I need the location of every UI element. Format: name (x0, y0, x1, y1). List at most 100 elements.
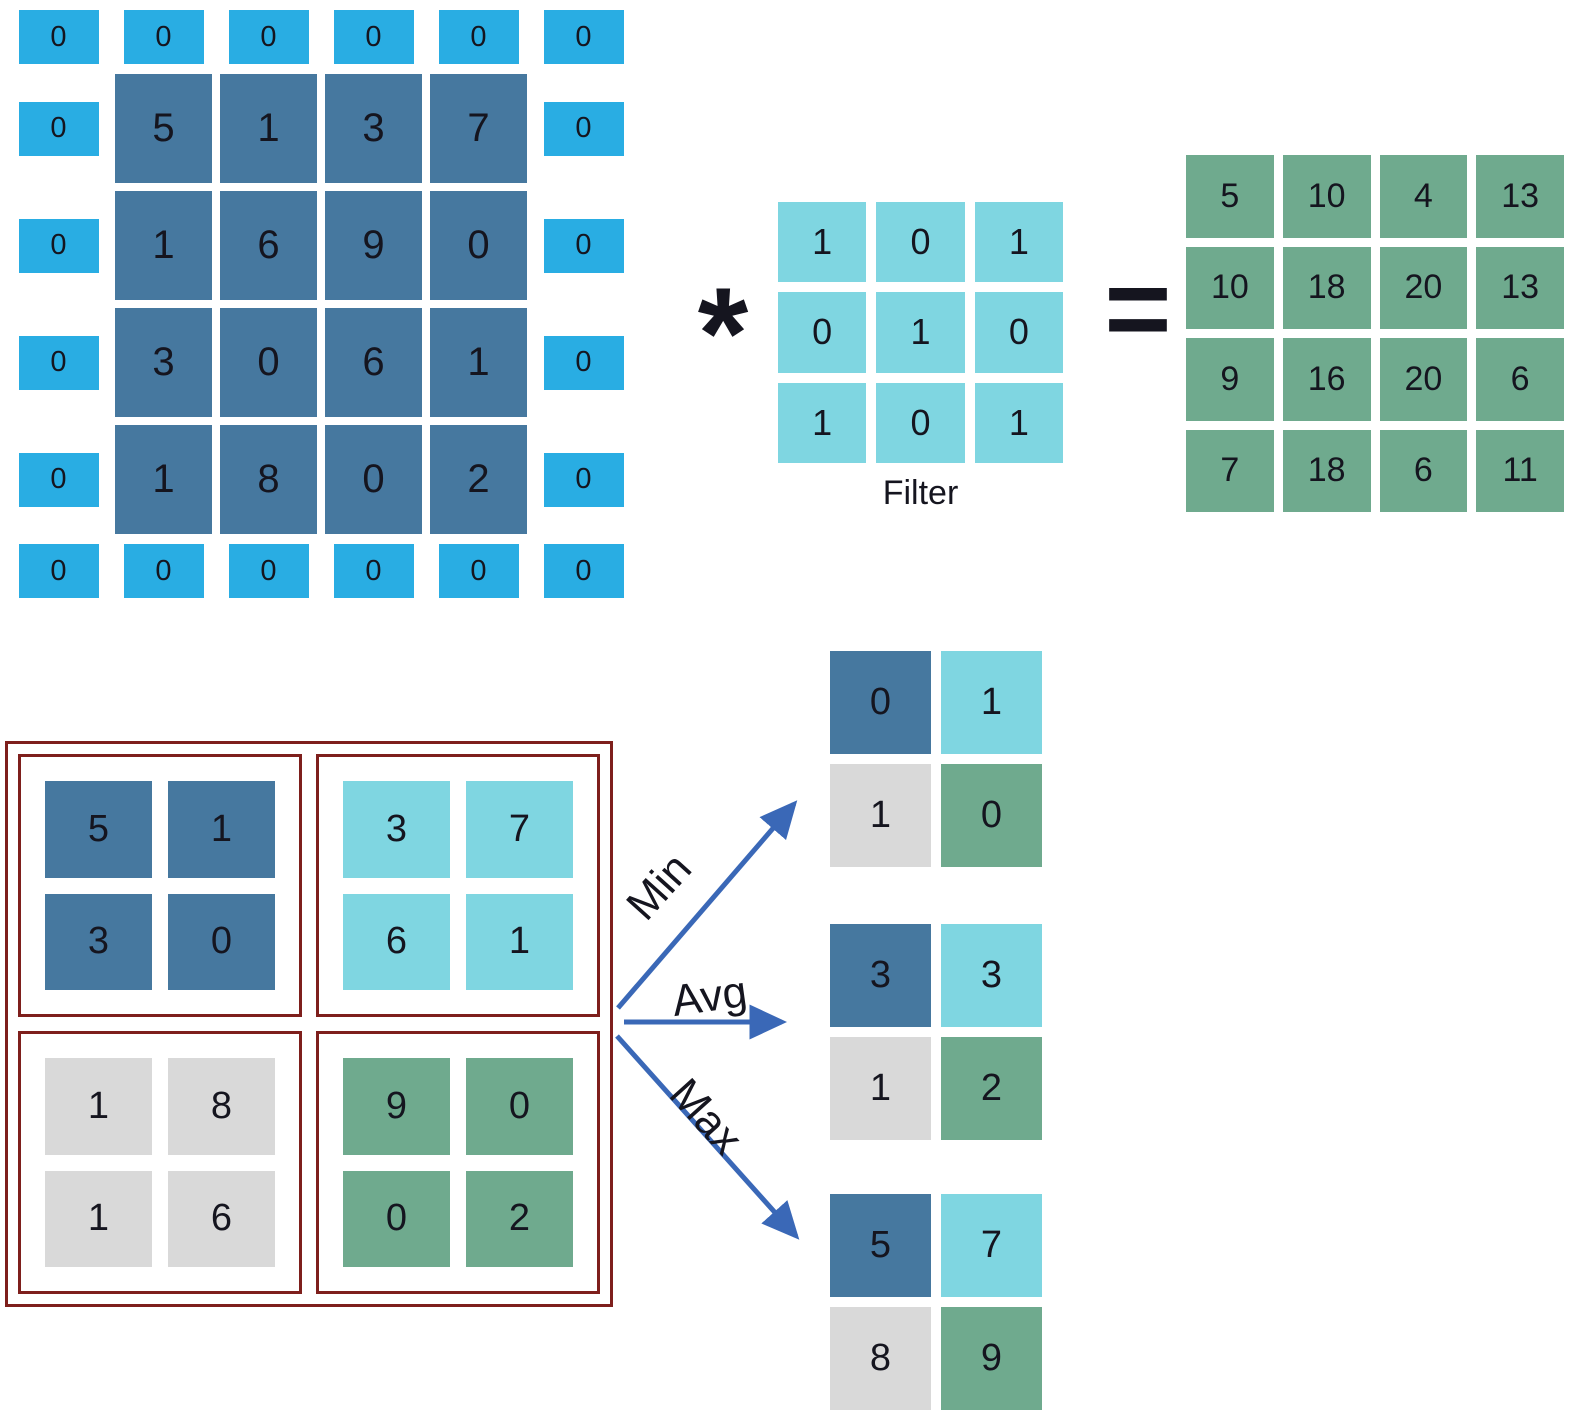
pool-cell: 1 (45, 1170, 152, 1267)
padding-cell: 0 (228, 10, 309, 64)
padding-cell: 0 (543, 452, 624, 507)
output-cell: 10 (1186, 246, 1274, 329)
padding-cell: 0 (333, 544, 414, 598)
equals-sign: = (1104, 245, 1172, 373)
filter-cell: 1 (974, 382, 1063, 463)
output-cell: 13 (1476, 155, 1564, 238)
filter-cell: 1 (876, 292, 965, 373)
input-cell: 0 (430, 191, 527, 300)
padding-cell: 0 (543, 101, 624, 156)
output-cell: 6 (1476, 338, 1564, 421)
input-cell: 1 (115, 191, 212, 300)
filter-cell: 0 (974, 292, 1063, 373)
pool-cell: 8 (168, 1058, 275, 1155)
pool-cell: 0 (466, 1058, 573, 1155)
input-cell: 5 (115, 74, 212, 183)
pool-cell: 2 (466, 1170, 573, 1267)
output-cell: 7 (1186, 429, 1274, 512)
max-pool-cell: 8 (830, 1307, 931, 1410)
padding-cell: 0 (543, 10, 624, 64)
convolution-operator: * (697, 260, 749, 406)
pool-cell: 6 (168, 1170, 275, 1267)
padding-cell: 0 (438, 10, 519, 64)
pool-cell: 1 (168, 781, 275, 878)
input-cell: 6 (220, 191, 317, 300)
filter-cell: 0 (778, 292, 867, 373)
max-pool-cell: 5 (830, 1194, 931, 1297)
padding-cell: 0 (18, 452, 99, 507)
padding-cell: 0 (333, 10, 414, 64)
output-cell: 9 (1186, 338, 1274, 421)
padding-cell: 0 (438, 544, 519, 598)
padding-cell: 0 (543, 544, 624, 598)
avg-pool-cell: 3 (941, 924, 1042, 1027)
output-cell: 4 (1379, 155, 1468, 238)
input-cell: 9 (325, 191, 422, 300)
pool-cell: 1 (45, 1058, 152, 1155)
output-cell: 11 (1476, 429, 1564, 512)
max-pool-cell: 7 (941, 1194, 1042, 1297)
input-cell: 3 (325, 74, 422, 183)
padding-cell: 0 (543, 335, 624, 390)
avg-pool-cell: 3 (830, 924, 931, 1027)
input-cell: 0 (220, 308, 317, 417)
pool-cell: 1 (466, 893, 573, 990)
output-cell: 20 (1379, 246, 1468, 329)
pool-cell: 7 (466, 781, 573, 878)
output-cell: 18 (1282, 429, 1371, 512)
avg-pool-cell: 1 (830, 1037, 931, 1140)
pool-cell: 3 (45, 893, 152, 990)
pool-cell: 0 (168, 893, 275, 990)
min-pool-cell: 1 (830, 764, 931, 867)
filter-cell: 0 (876, 202, 965, 283)
padding-cell: 0 (228, 544, 309, 598)
input-cell: 7 (430, 74, 527, 183)
input-cell: 6 (325, 308, 422, 417)
input-cell: 1 (115, 425, 212, 534)
max-label: Max (659, 1069, 752, 1164)
output-cell: 6 (1379, 429, 1468, 512)
padding-cell: 0 (18, 544, 99, 598)
min-label: Min (617, 843, 702, 930)
filter-cell: 1 (778, 202, 867, 283)
output-cell: 18 (1282, 246, 1371, 329)
input-cell: 2 (430, 425, 527, 534)
pool-cell: 6 (343, 893, 450, 990)
input-cell: 3 (115, 308, 212, 417)
min-pool-cell: 0 (830, 651, 931, 754)
input-cell: 1 (220, 74, 317, 183)
input-cell: 0 (325, 425, 422, 534)
min-pool-cell: 1 (941, 651, 1042, 754)
filter-label: Filter (882, 474, 959, 512)
padding-cell: 0 (543, 218, 624, 273)
padding-cell: 0 (18, 218, 99, 273)
pool-cell: 3 (343, 781, 450, 878)
padding-cell: 0 (18, 101, 99, 156)
pool-cell: 9 (343, 1058, 450, 1155)
pool-cell: 5 (45, 781, 152, 878)
min-pool-cell: 0 (941, 764, 1042, 867)
pool-cell: 0 (343, 1170, 450, 1267)
avg-label: Avg (668, 967, 751, 1026)
padding-cell: 0 (123, 544, 204, 598)
avg-pool-cell: 2 (941, 1037, 1042, 1140)
padding-cell: 0 (18, 10, 99, 64)
input-cell: 8 (220, 425, 317, 534)
output-cell: 10 (1282, 155, 1371, 238)
filter-cell: 0 (876, 382, 965, 463)
output-cell: 13 (1476, 246, 1564, 329)
filter-cell: 1 (974, 202, 1063, 283)
padding-cell: 0 (18, 335, 99, 390)
